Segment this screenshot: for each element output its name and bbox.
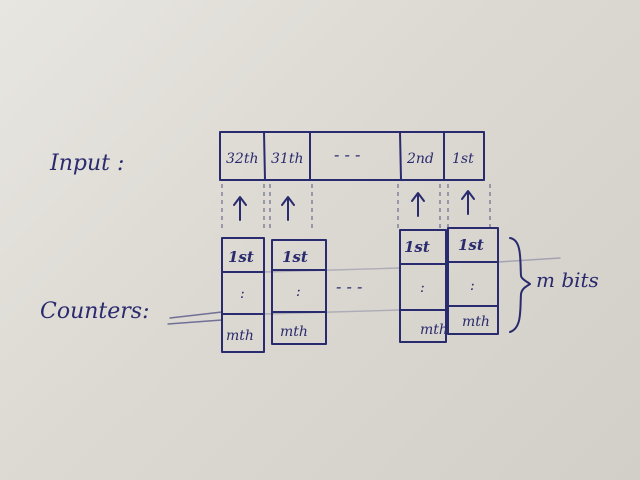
input-cell-1: 1st: [452, 151, 474, 167]
up-arrow-icon: [461, 190, 475, 215]
counters-label: Counters:: [40, 299, 150, 324]
up-arrow-icon: [281, 196, 295, 221]
counter-middle-cell: :: [420, 280, 425, 296]
counter-top-cell: 1st: [228, 248, 254, 266]
input-ellipsis: - - -: [334, 145, 360, 164]
counter-outline: [399, 229, 447, 343]
input-divider: [263, 131, 266, 181]
counter-column-32: 1st : mth: [221, 237, 265, 353]
input-label: Input :: [49, 151, 124, 176]
counter-bottom-cell: mth: [462, 314, 490, 330]
input-cell-32: 32th: [226, 151, 258, 167]
counter-top-cell: 1st: [404, 238, 430, 256]
counter-top-cell: 1st: [458, 236, 484, 254]
input-cell-31: 31th: [271, 151, 303, 167]
counter-column-1: 1st : mth: [447, 227, 499, 335]
counter-column-2: 1st : mth: [399, 229, 448, 343]
counter-bottom-cell: mth: [280, 324, 308, 340]
counters-ellipsis: - - -: [336, 277, 362, 296]
counter-bottom-cell: mth: [420, 322, 448, 338]
counter-outline: [221, 237, 265, 353]
counter-bottom-cell: mth: [226, 328, 254, 344]
input-divider: [399, 131, 402, 181]
counter-middle-cell: :: [296, 284, 301, 300]
input-cell-2: 2nd: [406, 151, 434, 167]
counter-outline: [447, 227, 499, 335]
arrows: [233, 190, 475, 221]
counter-guide-lines: [167, 257, 561, 325]
up-arrow-icon: [233, 196, 247, 221]
counter-outline: [271, 239, 327, 345]
counter-column-31: 1st : mth: [271, 239, 327, 345]
m-bits-label: m bits: [536, 268, 599, 292]
curly-brace-icon: [509, 237, 531, 333]
input-register-outline: [219, 131, 485, 181]
input-register: 32th 31th - - - 2nd 1st: [219, 131, 485, 181]
counter-middle-cell: :: [470, 278, 475, 294]
counter-middle-cell: :: [240, 286, 245, 302]
dashed-guides: [221, 184, 491, 232]
counter-top-cell: 1st: [282, 248, 308, 266]
up-arrow-icon: [411, 192, 425, 217]
